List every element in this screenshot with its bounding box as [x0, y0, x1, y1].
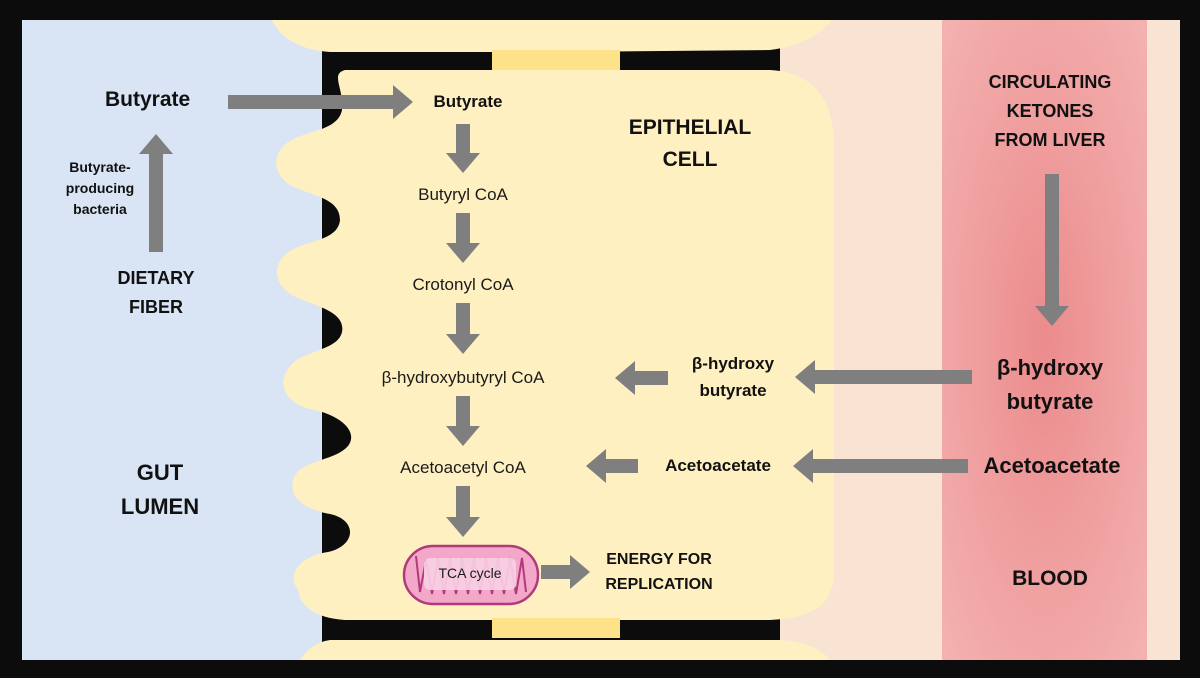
arrow-acetoacetyl-to-tca [446, 486, 480, 537]
cell-acetoacetate-label: Acetoacetate [665, 456, 771, 475]
arrow-lumen-butyrate-to-cell [228, 85, 413, 119]
crotonyl-coa-label: Crotonyl CoA [412, 275, 514, 294]
tca-cycle-label: TCA cycle [438, 565, 502, 581]
cell-butyrate-label: Butyrate [433, 92, 503, 111]
arrow-butyryl-to-crotonyl [446, 213, 480, 263]
upper-neighbour-cell [272, 20, 832, 52]
gut-lumen-title-line2: LUMEN [120, 494, 200, 519]
arrow-fiber-to-butyrate [139, 134, 173, 252]
blood-acetoacetate-label: Acetoacetate [983, 453, 1121, 478]
cell-title-line2: CELL [662, 148, 718, 171]
mitochondrion [402, 544, 540, 606]
arrow-cell-acetoacetate-to-acetoacetyl [586, 449, 638, 483]
ketones-line1: CIRCULATING [988, 72, 1112, 92]
hydroxybutyryl-coa-label: β-hydroxybutyryl CoA [381, 368, 545, 387]
dietary-fiber-line1: DIETARY [117, 268, 195, 288]
arrow-blood-bhb-to-cell-bhb [795, 360, 972, 394]
arrow-blood-ketones-down [1035, 174, 1069, 326]
arrow-hydroxybutyryl-to-acetoacetyl [446, 396, 480, 446]
arrow-crotonyl-to-hydroxybutyryl [446, 303, 480, 354]
gut-lumen-title-line1: GUT [136, 460, 184, 485]
cell-bhb-line1: β-hydroxy [691, 354, 775, 373]
gut-lumen-region [22, 20, 322, 660]
blood-bhb-line2: butyrate [1006, 389, 1094, 414]
ketones-line2: KETONES [1006, 101, 1094, 121]
acetoacetyl-coa-label: Acetoacetyl CoA [400, 458, 526, 477]
arrow-layer [139, 85, 1069, 589]
lower-neighbour-cell [300, 640, 830, 660]
arrow-blood-acetoacetate-to-cell [793, 449, 968, 483]
bacteria-label-line2: producing [65, 180, 135, 196]
energy-label-line1: ENERGY FOR [606, 551, 712, 568]
ketones-line3: FROM LIVER [994, 130, 1106, 150]
energy-label-line2: REPLICATION [605, 576, 713, 593]
arrow-tca-to-energy [541, 555, 590, 589]
dietary-fiber-line2: FIBER [129, 297, 183, 317]
tight-junction-top [492, 50, 620, 70]
blood-title: BLOOD [1012, 567, 1088, 590]
arrow-butyrate-to-butyryl-coa [446, 124, 480, 173]
bacteria-label-line3: bacteria [73, 201, 127, 217]
arrow-cell-bhb-to-hydroxybutyryl [615, 361, 668, 395]
blood-vessel-region [942, 20, 1147, 660]
cell-bhb-line2: butyrate [699, 381, 767, 400]
tight-junction-bottom [492, 618, 620, 638]
tca-cycle-box [424, 558, 516, 590]
blood-bhb-line1: β-hydroxy [996, 355, 1104, 380]
cell-title-line1: EPITHELIAL [628, 116, 752, 139]
bacteria-label-line1: Butyrate- [69, 159, 131, 175]
lumen-butyrate-label: Butyrate [105, 88, 191, 111]
epithelial-cell-body [276, 70, 834, 620]
butyryl-coa-label: Butyryl CoA [418, 185, 508, 204]
